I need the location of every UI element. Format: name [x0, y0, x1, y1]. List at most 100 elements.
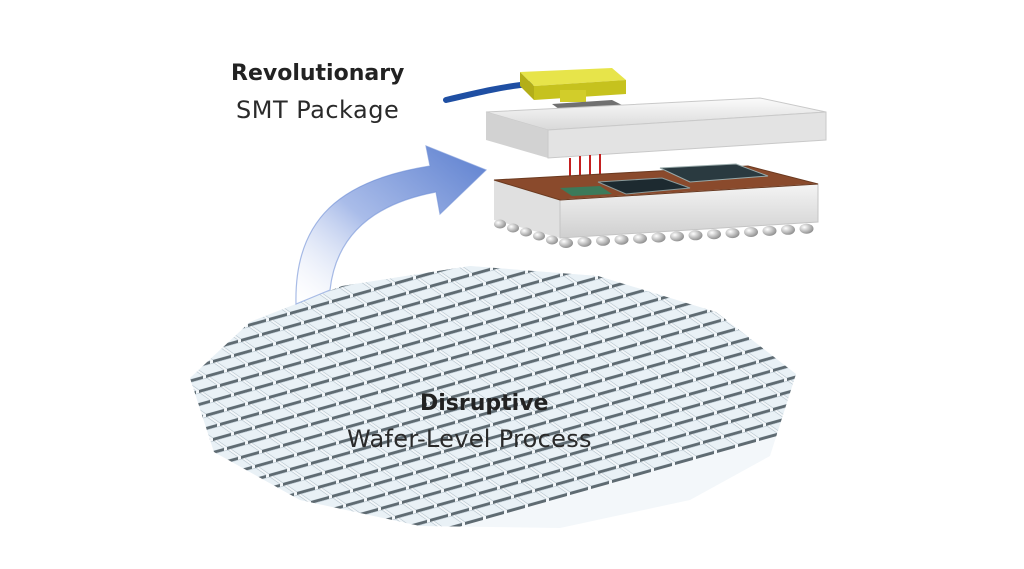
wafer-die-edge	[752, 331, 770, 339]
wafer-die	[357, 252, 385, 264]
wafer-die-edge	[584, 266, 602, 270]
wafer-die-edge	[654, 385, 672, 393]
wafer-die	[714, 150, 742, 162]
wafer-die-edge	[171, 328, 189, 336]
wafer-die-edge	[556, 166, 574, 174]
wafer-die-edge	[360, 430, 378, 438]
wafer-die-edge	[906, 352, 924, 360]
wafer-die-edge	[234, 427, 252, 435]
wafer-die	[84, 291, 112, 303]
wafer-die	[734, 299, 764, 313]
wafer-die-edge	[346, 343, 364, 351]
wafer-die	[833, 363, 861, 375]
wafer-die-edge	[87, 313, 105, 321]
wafer-die	[903, 252, 931, 264]
wafer-die	[1008, 339, 1024, 351]
wafer-die-edge	[654, 424, 672, 432]
wafer-die	[706, 281, 736, 295]
wafer-die-edge	[738, 244, 756, 252]
wafer-die	[840, 231, 868, 243]
wafer-die-edge	[388, 331, 406, 339]
wafer-die-edge	[276, 266, 294, 267]
wafer-die-edge	[500, 442, 518, 450]
wafer-die-edge	[472, 268, 490, 276]
wafer-die-edge	[976, 358, 994, 366]
wafer-die-edge	[444, 445, 462, 453]
wafer-die-edge	[577, 316, 595, 324]
wafer-die-edge	[262, 367, 280, 375]
wafer-die	[244, 296, 274, 310]
wafer-die-edge	[633, 157, 651, 165]
wafer-die-edge	[465, 244, 483, 252]
wafer-die-edge	[297, 487, 315, 495]
wafer-die	[776, 287, 796, 301]
wafer-die	[147, 273, 175, 285]
wafer-die	[945, 318, 973, 330]
wafer-die	[482, 266, 512, 268]
wafer-die-edge	[332, 490, 350, 498]
wafer-die-edge	[801, 421, 819, 429]
wafer-die-edge	[220, 301, 238, 309]
wafer-die	[762, 278, 792, 292]
wafer-die-edge	[367, 454, 385, 462]
wafer-die	[126, 396, 154, 408]
wafer-die	[685, 287, 715, 301]
wafer-die-edge	[115, 370, 133, 378]
wafer-die	[371, 222, 399, 234]
wafer-die	[412, 521, 442, 528]
wafer-die	[413, 249, 441, 261]
wafer-die-edge	[444, 211, 462, 219]
solder-ball	[744, 227, 758, 237]
wafer-die-edge	[808, 250, 826, 258]
solder-ball	[707, 229, 721, 240]
wafer-die	[307, 512, 337, 526]
wafer-die-edge	[626, 445, 644, 453]
wafer-die-edge	[507, 505, 525, 513]
wafer-die	[391, 266, 421, 268]
wafer-die	[476, 231, 504, 243]
wafer-die-edge	[395, 433, 413, 441]
wafer-die	[190, 314, 211, 328]
wafer-die-edge	[850, 277, 868, 285]
wafer-die-edge	[640, 337, 658, 345]
wafer-die-edge	[136, 286, 154, 294]
wafer-die-edge	[479, 409, 497, 417]
wafer-die-edge	[374, 400, 392, 408]
wafer-die	[945, 357, 973, 369]
wafer-die	[840, 309, 868, 321]
wafer-die-edge	[528, 421, 546, 429]
wafer-die-edge	[290, 502, 308, 510]
wafer-die-edge	[941, 316, 959, 324]
wafer-die-edge	[304, 511, 322, 519]
wafer-die	[237, 272, 267, 286]
wafer-die-edge	[682, 325, 700, 333]
wafer-die	[783, 350, 796, 364]
wafer-die-edge	[190, 415, 203, 423]
wafer-die-edge	[612, 319, 630, 327]
wafer-die	[833, 207, 861, 219]
wafer-die-edge	[451, 391, 469, 399]
wafer-die	[190, 338, 218, 352]
wafer-die-edge	[304, 355, 322, 363]
package-lid	[485, 97, 827, 159]
wafer-die-edge	[612, 358, 630, 366]
wafer-die-edge	[409, 364, 427, 372]
wafer-die-edge	[451, 508, 469, 516]
wafer-die-edge	[955, 364, 973, 372]
wafer-die-edge	[892, 265, 910, 273]
wafer-die	[1001, 354, 1024, 366]
wafer-die-edge	[206, 292, 224, 300]
wafer-die	[812, 369, 840, 381]
wafer-die	[889, 243, 917, 255]
wafer-die-edge	[318, 442, 336, 450]
wafer-die-edge	[647, 400, 665, 408]
wafer-die	[868, 366, 896, 378]
wafer-die	[777, 249, 805, 261]
wafer-die-edge	[66, 319, 84, 327]
wafer-die	[959, 288, 987, 300]
wafer-die	[727, 275, 757, 289]
wafer-die-edge	[360, 391, 378, 399]
wafer-die	[910, 315, 938, 327]
wafer-die-edge	[808, 328, 826, 336]
wafer-die-edge	[94, 298, 112, 306]
